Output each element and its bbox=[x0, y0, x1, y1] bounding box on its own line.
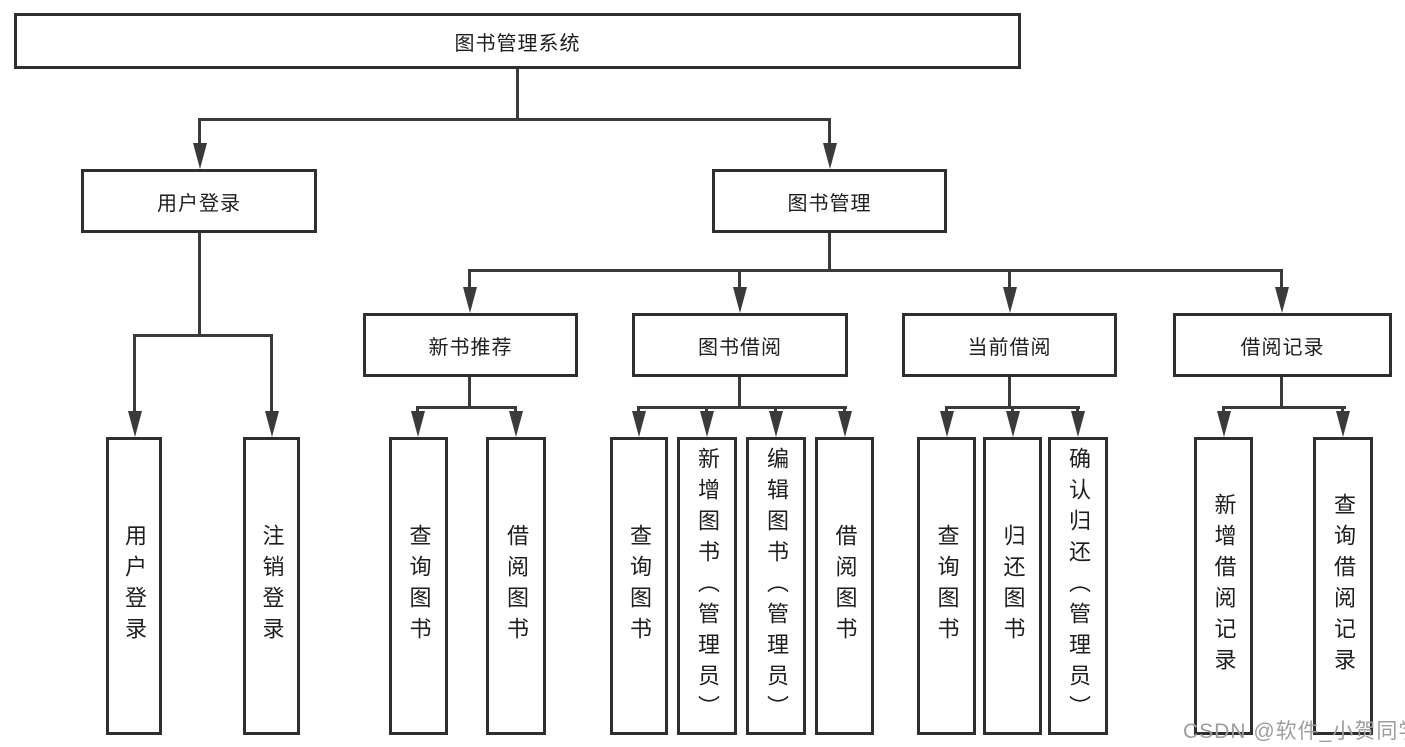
connector-user-stem bbox=[198, 233, 201, 336]
connector-current-stem bbox=[1008, 377, 1011, 408]
arrow-to-confirm-return-icon bbox=[1070, 406, 1085, 437]
connector-user-hline bbox=[133, 334, 273, 337]
node-new-book-recommend: 新书推荐 bbox=[363, 313, 578, 377]
leaf-logout: 注销登录 bbox=[243, 437, 300, 735]
connector-root-hline bbox=[198, 118, 831, 121]
arrow-to-query-borrow-record-icon bbox=[1335, 406, 1350, 437]
leaf-user-login-label: 用户登录 bbox=[122, 524, 147, 648]
connector-records-hline bbox=[1222, 406, 1346, 409]
leaf-add-borrow-record-label: 新增借阅记录 bbox=[1211, 493, 1237, 679]
leaf-confirm-return-admin: 确认归还（管理员） bbox=[1048, 437, 1108, 735]
arrow-to-return-books-icon bbox=[1005, 406, 1020, 437]
connector-recommend-stem bbox=[468, 377, 471, 408]
leaf-borrow-books-recommend-label: 借阅图书 bbox=[504, 524, 529, 648]
arrow-to-leaf-logout-icon bbox=[264, 334, 279, 437]
arrow-to-new-book-recommend-icon bbox=[462, 269, 477, 313]
leaf-query-borrow-record: 查询借阅记录 bbox=[1313, 437, 1373, 735]
arrow-to-user-login-icon bbox=[192, 118, 207, 169]
leaf-query-borrow-record-label: 查询借阅记录 bbox=[1331, 493, 1356, 679]
leaf-user-login: 用户登录 bbox=[106, 437, 162, 735]
leaf-logout-label: 注销登录 bbox=[259, 524, 285, 648]
connector-mgmt-stem bbox=[828, 233, 831, 271]
leaf-return-books: 归还图书 bbox=[983, 437, 1042, 735]
leaf-query-books-current-label: 查询图书 bbox=[934, 524, 960, 648]
leaf-edit-books-admin: 编辑图书（管理员） bbox=[746, 437, 806, 735]
leaf-edit-books-admin-label: 编辑图书（管理员） bbox=[764, 446, 789, 726]
csdn-watermark: CSDN @软件_小贺同学 bbox=[1183, 720, 1405, 743]
leaf-borrow-books-recommend: 借阅图书 bbox=[486, 437, 546, 735]
connector-borrow-stem bbox=[738, 377, 741, 408]
leaf-query-books-borrow: 查询图书 bbox=[610, 437, 668, 735]
connector-records-stem bbox=[1280, 377, 1283, 408]
node-root: 图书管理系统 bbox=[14, 13, 1021, 69]
arrow-to-borrow-books-recommend-icon bbox=[508, 406, 523, 437]
arrow-to-leaf-user-login-icon bbox=[127, 334, 142, 437]
leaf-query-books-recommend: 查询图书 bbox=[389, 437, 448, 735]
connector-borrow-hline bbox=[637, 406, 847, 409]
arrow-to-query-books-current-icon bbox=[939, 406, 954, 437]
arrow-to-book-management-icon bbox=[822, 118, 837, 169]
leaf-add-books-admin-label: 新增图书（管理员） bbox=[695, 446, 720, 726]
arrow-to-current-borrow-icon bbox=[1002, 269, 1017, 313]
leaf-confirm-return-admin-label: 确认归还（管理员） bbox=[1066, 446, 1091, 726]
arrow-to-add-books-icon bbox=[699, 406, 714, 437]
arrow-to-borrow-books-icon bbox=[837, 406, 852, 437]
connector-recommend-hline bbox=[416, 406, 517, 409]
node-current-borrow: 当前借阅 bbox=[902, 313, 1117, 377]
node-user-login: 用户登录 bbox=[81, 169, 317, 233]
leaf-query-books-borrow-label: 查询图书 bbox=[627, 524, 652, 648]
leaf-add-borrow-record: 新增借阅记录 bbox=[1194, 437, 1253, 735]
leaf-borrow-books-label: 借阅图书 bbox=[832, 524, 858, 648]
arrow-to-query-books-recommend-icon bbox=[410, 406, 425, 437]
arrow-to-add-borrow-record-icon bbox=[1216, 406, 1231, 437]
node-borrow-records: 借阅记录 bbox=[1173, 313, 1392, 377]
node-book-management: 图书管理 bbox=[712, 169, 947, 233]
arrow-to-edit-books-icon bbox=[768, 406, 783, 437]
arrow-to-borrow-records-icon bbox=[1274, 269, 1289, 313]
node-book-borrow: 图书借阅 bbox=[632, 313, 848, 377]
connector-root-stem bbox=[516, 69, 519, 120]
leaf-add-books-admin: 新增图书（管理员） bbox=[677, 437, 737, 735]
leaf-borrow-books: 借阅图书 bbox=[815, 437, 874, 735]
arrow-to-book-borrow-icon bbox=[732, 269, 747, 313]
leaf-return-books-label: 归还图书 bbox=[1000, 524, 1026, 648]
arrow-to-query-books-borrow-icon bbox=[631, 406, 646, 437]
leaf-query-books-recommend-label: 查询图书 bbox=[406, 524, 432, 648]
connector-mgmt-hline bbox=[468, 269, 1283, 272]
leaf-query-books-current: 查询图书 bbox=[917, 437, 976, 735]
